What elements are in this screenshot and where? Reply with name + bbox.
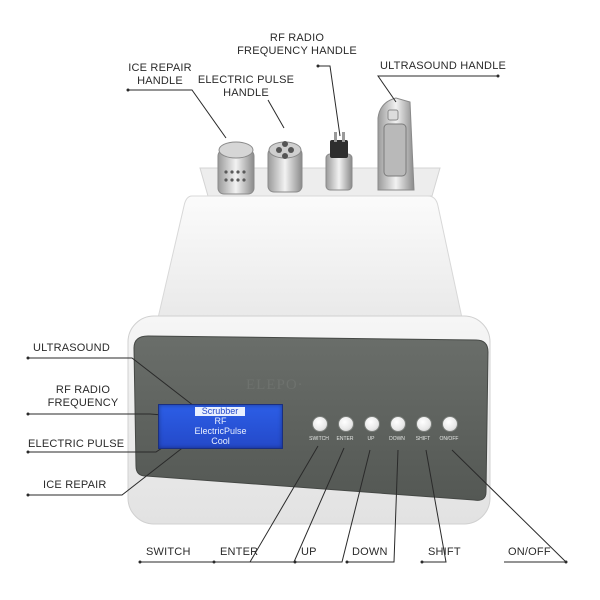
- enter-label: ENTER: [220, 546, 259, 558]
- ultrasound-handle: [377, 97, 415, 191]
- switch-label: SWITCH: [146, 546, 191, 558]
- switch-button-caption: SWITCH: [309, 436, 329, 442]
- shift-label: SHIFT: [428, 546, 461, 558]
- leader-lines: [28, 65, 568, 563]
- ice-repair-handle: [217, 141, 255, 195]
- brand-logo: ELEPO·: [246, 377, 304, 393]
- shift-button-caption: SHIFT: [415, 436, 431, 442]
- rf-handle-label: RF RADIO FREQUENCY HANDLE: [237, 32, 357, 57]
- lcd-screen: Scrubber RF ElectricPulse Cool: [158, 404, 283, 449]
- onoff-button[interactable]: [442, 416, 458, 432]
- rf-handle: [325, 132, 353, 191]
- device-top: [157, 195, 463, 319]
- rf-screen-label: RF RADIO FREQUENCY: [47, 384, 119, 409]
- up-label: UP: [301, 546, 317, 558]
- down-button-caption: DOWN: [389, 436, 405, 442]
- electric-pulse-handle: [267, 141, 303, 193]
- enter-button-caption: ENTER: [336, 436, 354, 442]
- electric-pulse-screen-label: ELECTRIC PULSE: [28, 438, 125, 450]
- enter-button[interactable]: [338, 416, 354, 432]
- electric-pulse-handle-label: ELECTRIC PULSE HANDLE: [197, 74, 295, 99]
- ice-repair-screen-label: ICE REPAIR: [43, 479, 107, 491]
- control-panel: [133, 335, 489, 501]
- up-button[interactable]: [364, 416, 380, 432]
- lcd-line-cool: Cool: [211, 436, 230, 446]
- onoff-label: ON/OFF: [508, 546, 551, 558]
- shift-button[interactable]: [416, 416, 432, 432]
- lcd-line-electric-pulse: ElectricPulse: [194, 426, 247, 436]
- lcd-line-scrubber: Scrubber: [195, 407, 245, 416]
- lcd-line-rf: RF: [214, 416, 227, 426]
- switch-button[interactable]: [312, 416, 328, 432]
- down-label: DOWN: [352, 546, 388, 558]
- down-button[interactable]: [390, 416, 406, 432]
- onoff-button-caption: ON/OFF: [439, 436, 459, 442]
- ice-repair-handle-label: ICE REPAIR HANDLE: [128, 62, 192, 87]
- ultrasound-screen-label: ULTRASOUND: [33, 342, 110, 354]
- ultrasound-handle-label: ULTRASOUND HANDLE: [380, 60, 507, 72]
- up-button-caption: UP: [367, 436, 375, 442]
